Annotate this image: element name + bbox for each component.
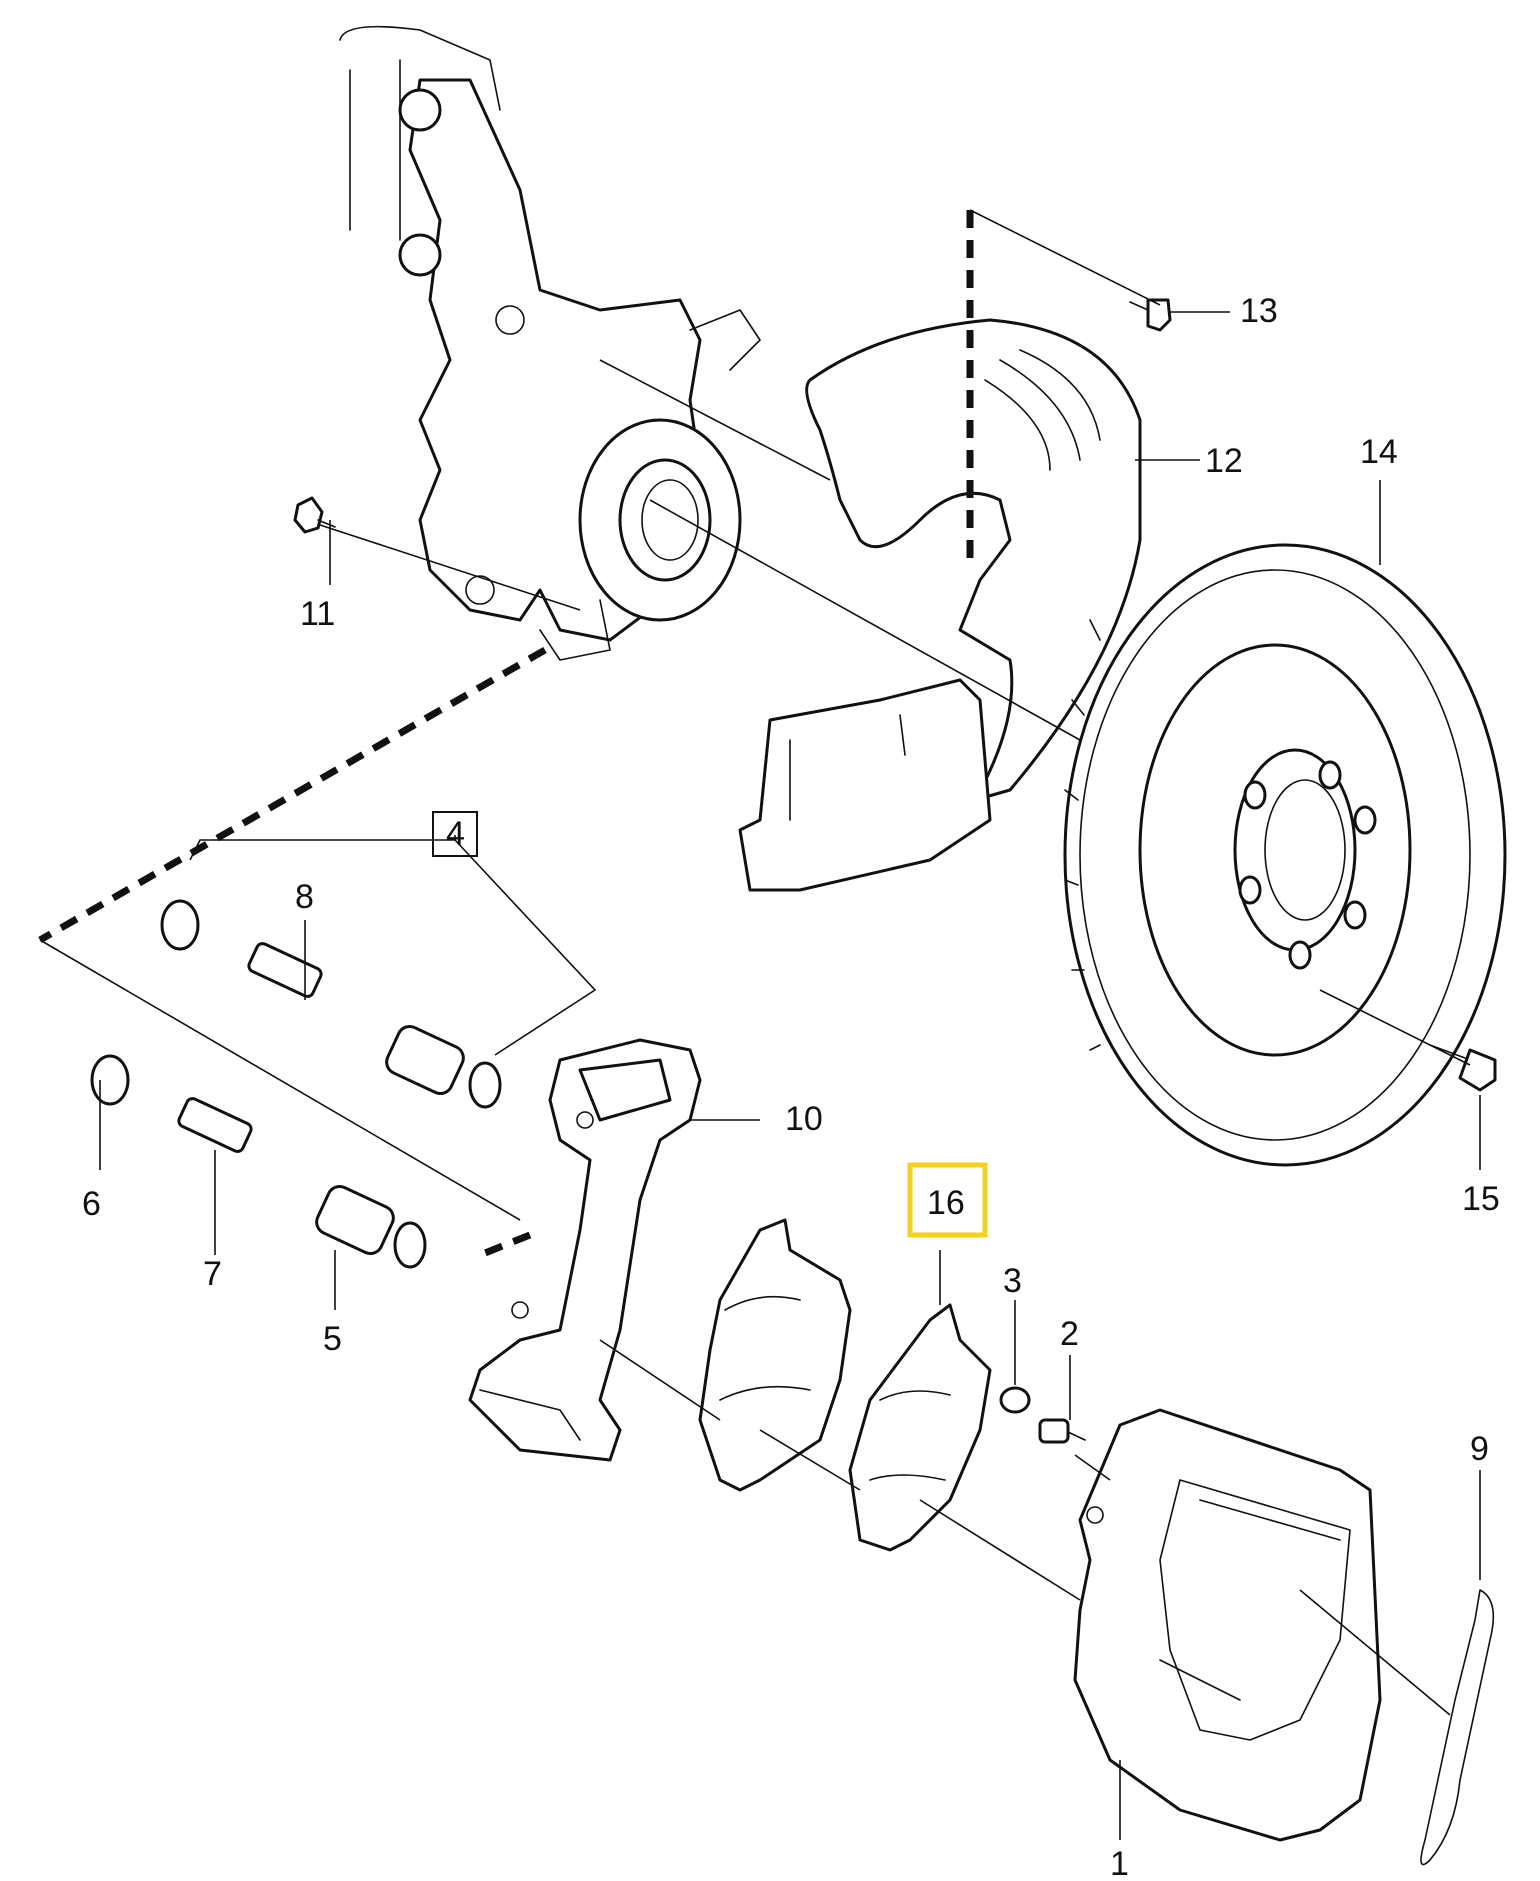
leader-lines [39, 209, 1481, 1840]
guide-pin-parts [90, 899, 502, 1269]
caliper-bracket [468, 1038, 702, 1462]
spring-clip [1420, 1589, 1495, 1866]
callout-16-highlight [907, 1162, 988, 1238]
callout-13: 13 [1240, 292, 1278, 330]
brake-caliper [1073, 1408, 1382, 1842]
assembly-dashed-outline [38, 210, 974, 1259]
steering-knuckle [339, 25, 761, 661]
callout-1: 1 [1110, 1845, 1129, 1881]
callout-6: 6 [82, 1185, 101, 1223]
callout-5: 5 [323, 1320, 342, 1358]
callout-4: 4 [446, 815, 465, 853]
callout-9: 9 [1470, 1430, 1489, 1468]
callout-14: 14 [1360, 433, 1398, 471]
callout-3: 3 [1003, 1262, 1022, 1300]
small-fittings [999, 1386, 1086, 1444]
brake-disc [1063, 543, 1507, 1167]
callout-16: 16 [927, 1184, 965, 1222]
callout-12: 12 [1205, 442, 1243, 480]
callout-2: 2 [1060, 1315, 1079, 1353]
callout-4-box [432, 811, 478, 857]
brake-pads [698, 1218, 992, 1552]
callout-15: 15 [1462, 1180, 1500, 1218]
callout-10: 10 [785, 1100, 823, 1138]
callouts: 13 12 14 11 4 8 10 15 16 6 7 5 3 2 9 1 [82, 292, 1500, 1881]
splash-shield [738, 318, 1142, 892]
callout-7: 7 [203, 1255, 222, 1293]
callout-8: 8 [295, 878, 314, 916]
callout-11: 11 [300, 595, 335, 633]
